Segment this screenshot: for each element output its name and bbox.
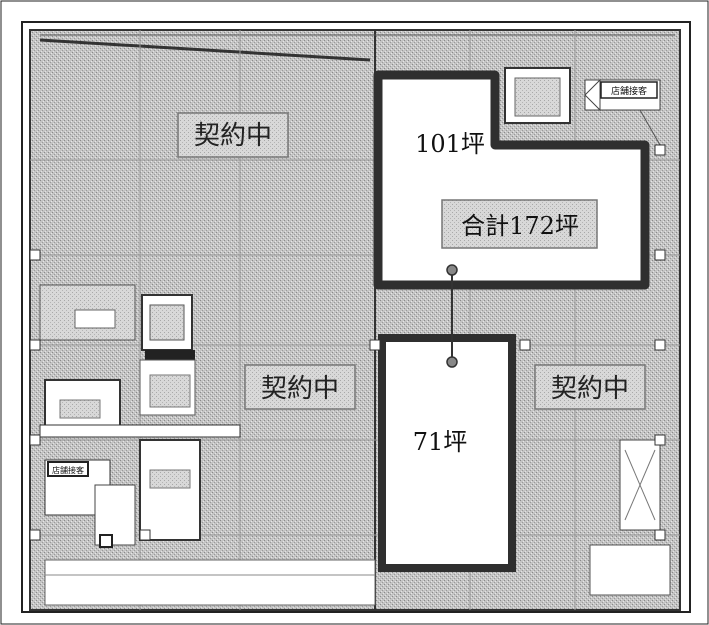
contracted-label-east: 契約中 <box>551 374 629 404</box>
building-frame <box>21 21 691 613</box>
label-contracted-center: 契約中 <box>244 364 356 410</box>
west-rooms <box>39 284 376 606</box>
label-contracted-east: 契約中 <box>534 364 646 410</box>
tag-west-left: 店舗接客 <box>52 465 84 475</box>
contracted-label-nw: 契約中 <box>194 121 272 151</box>
unit-connector <box>446 264 458 368</box>
area-label-total: 合計172坪 <box>461 212 579 240</box>
contracted-label-center: 契約中 <box>261 374 339 404</box>
label-contracted-nw: 契約中 <box>177 112 289 158</box>
tag-north-right: 店舗接客 <box>600 81 658 99</box>
tag-north-right-text: 店舗接客 <box>611 85 647 97</box>
column-markers <box>29 144 666 541</box>
area-label-south: 71坪 <box>413 428 468 456</box>
north-wall-slant <box>39 38 371 62</box>
tag-west-left-text: 店舗接客 <box>52 465 84 475</box>
label-total-area: 合計172坪 <box>441 199 598 249</box>
area-label-north: 101坪 <box>415 130 485 158</box>
vacant-unit-south[interactable] <box>378 334 516 572</box>
northeast-rooms <box>504 67 671 596</box>
